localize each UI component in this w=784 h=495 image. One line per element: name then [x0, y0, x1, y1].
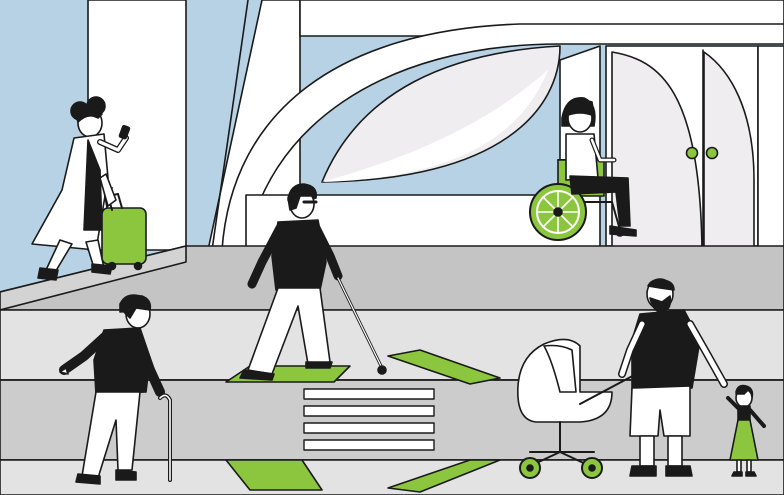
leaf-window-highlight	[322, 70, 548, 182]
tactile-strip-right-top	[387, 349, 501, 385]
right-wall	[757, 45, 784, 251]
leaf-window	[321, 45, 561, 183]
tactile-strip-bottom-left	[225, 459, 323, 491]
blind-man	[239, 183, 387, 381]
tactile-strip-bottom-right	[387, 459, 501, 493]
tactile-paving	[225, 349, 501, 493]
right-door-handle	[705, 146, 719, 160]
crosswalk-stripe	[303, 405, 435, 417]
elderly-man	[59, 294, 172, 485]
stroller	[517, 338, 641, 479]
girl-in-green-dress	[726, 384, 766, 477]
bearded-man	[618, 278, 728, 477]
station-building	[87, 0, 784, 251]
woman-with-suitcase	[31, 96, 147, 281]
left-door-handle	[685, 146, 699, 160]
left-door	[611, 51, 703, 251]
right-door	[703, 51, 755, 251]
crosswalk-stripe	[303, 422, 435, 434]
crosswalk-stripe	[303, 439, 435, 451]
crosswalk-stripe	[303, 388, 435, 400]
main-arch	[221, 23, 784, 251]
spire-edge-line	[211, 0, 249, 251]
pedestrian-crosswalk	[303, 388, 435, 451]
woman-in-wheelchair	[529, 97, 637, 241]
